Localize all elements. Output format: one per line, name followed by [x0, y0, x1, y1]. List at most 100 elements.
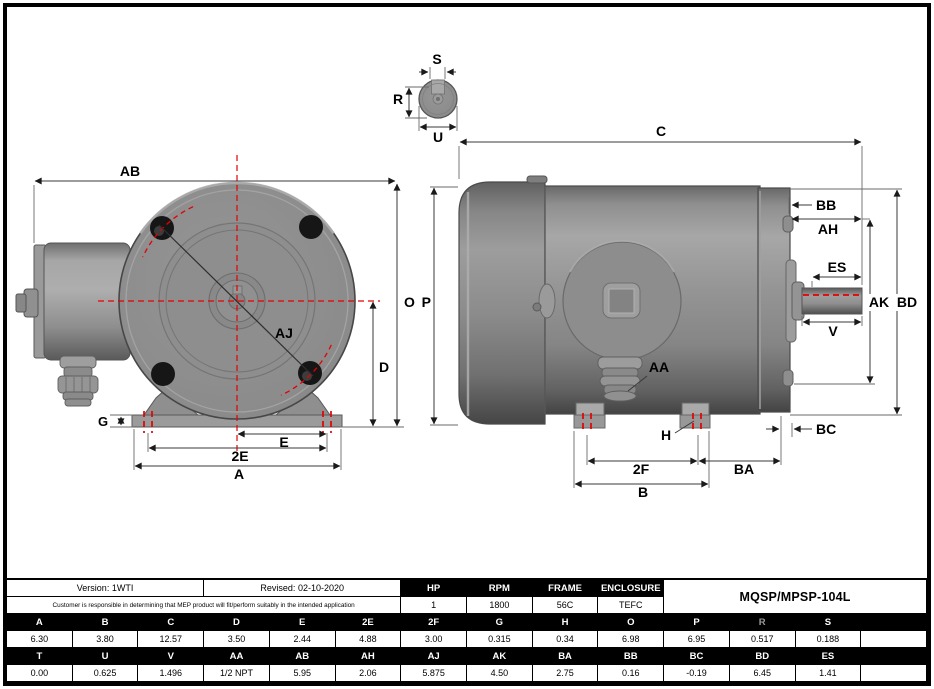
dim-value-cell: 0.34 [532, 631, 599, 648]
dim-header-cell: AA [204, 648, 270, 665]
dim-value-cell: 0.315 [467, 631, 533, 648]
dim-header-cell: E [269, 614, 336, 631]
dim-value-cell: 6.30 [7, 631, 73, 648]
dim-label-v: V [828, 323, 838, 339]
dim-header-cell: BD [729, 648, 796, 665]
dim-value-cell: 1.41 [795, 665, 862, 682]
spec-header-hp: HP [401, 580, 467, 597]
dim-header-cell: O [598, 614, 665, 631]
dim-value-cell: 0.16 [598, 665, 665, 682]
cable-gland [57, 355, 99, 407]
keyway [431, 79, 445, 95]
dim-label-2e: 2E [231, 448, 248, 464]
dim-value-cell: 4.88 [335, 631, 402, 648]
dim-header-cell: BA [532, 648, 599, 665]
dim-header-cell: 2F [401, 614, 467, 631]
drain-screw [532, 302, 542, 312]
spec-header-enclosure: ENCLOSURE [598, 580, 665, 597]
mounting-feet-side [573, 402, 711, 429]
dim-header-cell: P [664, 614, 730, 631]
dim-value-cell-blank [861, 665, 927, 682]
dim-header-cell: 2E [335, 614, 402, 631]
dim-value-cell: 0.00 [7, 665, 73, 682]
aa-leader [627, 375, 648, 392]
dim-value-cell: 1.496 [138, 665, 205, 682]
dim-value-cell: 3.80 [72, 631, 139, 648]
dim-value-cell: 1/2 NPT [204, 665, 270, 682]
spec-value-enclosure: TEFC [598, 597, 665, 614]
conduit-fitting-aa [597, 356, 643, 402]
title-block-table: Version: 1WTI Revised: 02-10-2020 HP RPM… [7, 578, 927, 682]
dim-header-cell: V [138, 648, 205, 665]
disclaimer-cell: Customer is responsible in determining t… [7, 597, 402, 614]
dim-label-ba: BA [734, 461, 754, 477]
dim-label-s: S [432, 51, 441, 67]
dim-header-cell: BB [598, 648, 665, 665]
dim-value-cell: 5.875 [401, 665, 467, 682]
dim-label-h: H [661, 427, 671, 443]
dim-label-ah: AH [818, 221, 838, 237]
motor-front-view: AJ AB O D G E 2E A [15, 155, 415, 482]
dim-value-cell: 0.517 [729, 631, 796, 648]
dim-value-cell: 0.625 [72, 665, 139, 682]
motor-side-view: C P BB AH ES V AK BD [422, 123, 920, 500]
dim-header-cell: A [7, 614, 73, 631]
dim-label-es: ES [828, 259, 847, 275]
dim-header-cell: S [795, 614, 862, 631]
dim-label-ab: AB [120, 163, 140, 179]
dim-header-cell: T [7, 648, 73, 665]
dim-header-cell: AH [335, 648, 402, 665]
dim-value-cell: 4.50 [467, 665, 533, 682]
fan-cover [458, 181, 546, 425]
spec-value-hp: 1 [401, 597, 467, 614]
spec-value-frame: 56C [532, 597, 599, 614]
dim-header-cell-r: R [729, 614, 796, 631]
dim-header-cell: D [204, 614, 270, 631]
dim-header-cell: B [72, 614, 139, 631]
dim-label-bd: BD [897, 294, 917, 310]
revised-cell: Revised: 02-10-2020 [204, 580, 402, 597]
dim-header-cell: AB [269, 648, 336, 665]
dim-value-cell: 2.75 [532, 665, 599, 682]
dim-header-cell: BC [664, 648, 730, 665]
dim-value-cell-blank [861, 631, 927, 648]
dim-label-c: C [656, 123, 666, 139]
dim-value-cell: 0.188 [795, 631, 862, 648]
dim-header-cell: AJ [401, 648, 467, 665]
dim-value-cell: 3.00 [401, 631, 467, 648]
spec-value-rpm: 1800 [467, 597, 533, 614]
dim-header-cell: U [72, 648, 139, 665]
dim-value-cell: 6.98 [598, 631, 665, 648]
dim-value-cell: 6.95 [664, 631, 730, 648]
dim-header-cell: ES [795, 648, 862, 665]
h-leader [674, 420, 695, 434]
dim-header-cell: C [138, 614, 205, 631]
dim-value-cell: 2.44 [269, 631, 336, 648]
dim-label-bb: BB [816, 197, 836, 213]
dim-label-ak: AK [869, 294, 889, 310]
dim-label-aj: AJ [275, 325, 293, 341]
version-cell: Version: 1WTI [7, 580, 205, 597]
flange-bolt-boss [782, 215, 794, 233]
shaft-end-view: S R U [393, 51, 458, 145]
dim-value-cell: 12.57 [138, 631, 205, 648]
dim-header-cell: AK [467, 648, 533, 665]
square-opening [608, 288, 635, 314]
lifting-lug [526, 175, 548, 184]
dim-value-cell: 6.45 [729, 665, 796, 682]
dim-value-cell: 2.06 [335, 665, 402, 682]
dim-header-cell: G [467, 614, 533, 631]
spec-header-frame: FRAME [532, 580, 599, 597]
bolt-circle-arc [280, 344, 332, 396]
dim-label-e: E [279, 434, 288, 450]
model-number-cell: MQSP/MPSP-104L [664, 580, 927, 614]
spec-header-rpm: RPM [467, 580, 533, 597]
dim-label-d: D [379, 359, 389, 375]
dim-label-2f: 2F [633, 461, 650, 477]
dim-label-b: B [638, 484, 648, 500]
dim-value-cell: 3.50 [204, 631, 270, 648]
dim-header-cell-blank [861, 648, 927, 665]
dim-label-u: U [433, 129, 443, 145]
shaft [801, 287, 863, 315]
